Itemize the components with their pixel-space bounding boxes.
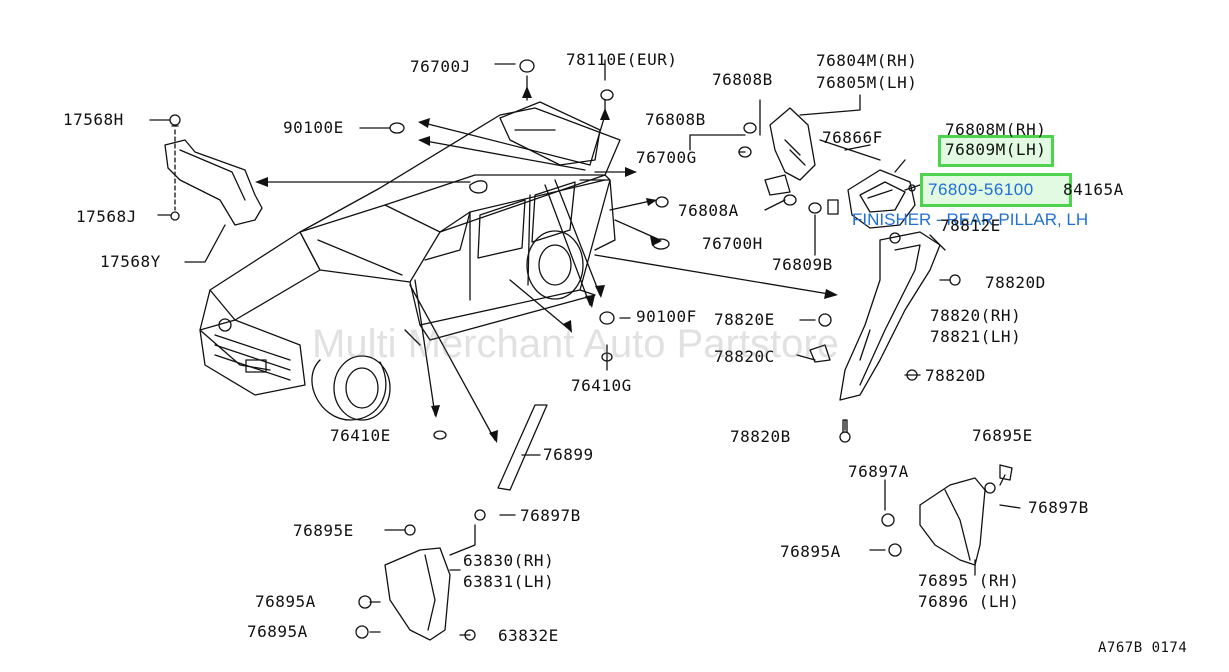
label-76700J[interactable]: 76700J — [410, 57, 471, 76]
part-bracket-17568Y — [164, 114, 263, 226]
label-76896LH[interactable]: 76896 (LH) — [918, 592, 1020, 611]
label-78821LH[interactable]: 78821(LH) — [930, 327, 1022, 346]
arrow-heads — [255, 86, 838, 443]
leader-lines — [149, 59, 1021, 636]
label-76897A[interactable]: 76897A — [848, 462, 909, 481]
label-78110E[interactable]: 78110E(EUR) — [566, 50, 678, 69]
label-78820D-b[interactable]: 78820D — [925, 366, 986, 385]
label-17568Y[interactable]: 17568Y — [100, 252, 161, 271]
label-76700H[interactable]: 76700H — [702, 234, 763, 253]
label-17568H[interactable]: 17568H — [63, 110, 124, 129]
part-clips-90100E — [389, 59, 670, 440]
label-78820C[interactable]: 78820C — [714, 347, 775, 366]
label-76410G[interactable]: 76410G — [571, 376, 632, 395]
label-78820B[interactable]: 78820B — [730, 427, 791, 446]
label-76899[interactable]: 76899 — [543, 445, 594, 464]
part-description-callout: FINISHER - REAR PILLAR, LH — [852, 210, 1089, 229]
label-76808B-a[interactable]: 76808B — [712, 70, 773, 89]
label-84165A[interactable]: 84165A — [1063, 180, 1124, 199]
label-63831[interactable]: 63831(LH) — [463, 572, 555, 591]
part-wheel-arch-78820 — [809, 231, 961, 443]
label-76700G[interactable]: 76700G — [636, 148, 697, 167]
part-mud-guard-left — [355, 509, 486, 641]
label-76866F[interactable]: 76866F — [822, 128, 883, 147]
part-upper-panel — [499, 101, 601, 166]
label-76895A-left-1[interactable]: 76895A — [255, 592, 316, 611]
label-76808A[interactable]: 76808A — [678, 201, 739, 220]
highlighted-part-number[interactable]: 76809-56100 — [928, 180, 1034, 199]
label-63832E[interactable]: 63832E — [498, 626, 559, 645]
label-17568J[interactable]: 17568J — [76, 207, 137, 226]
label-90100E[interactable]: 90100E — [283, 118, 344, 137]
highlighted-part-label[interactable]: 76809M(LH) — [945, 140, 1047, 159]
part-mud-guard-right — [881, 464, 1013, 566]
label-76895E-left[interactable]: 76895E — [293, 521, 354, 540]
vehicle-outline — [199, 107, 621, 421]
label-76897B-right[interactable]: 76897B — [1028, 498, 1089, 517]
label-76895E-right[interactable]: 76895E — [972, 426, 1033, 445]
part-finisher-rear-pillar — [847, 169, 916, 229]
part-finisher-76804M — [738, 107, 839, 215]
label-78820E[interactable]: 78820E — [714, 310, 775, 329]
label-76809B[interactable]: 76809B — [772, 255, 833, 274]
label-90100F[interactable]: 90100F — [636, 307, 697, 326]
label-78820RH[interactable]: 78820(RH) — [930, 306, 1022, 325]
label-76808B-b[interactable]: 76808B — [645, 110, 706, 129]
label-76895A-left-2[interactable]: 76895A — [247, 622, 308, 641]
label-76805M[interactable]: 76805M(LH) — [816, 73, 918, 92]
label-76808M[interactable]: 76808M(RH) — [945, 120, 1047, 139]
label-76897B-left[interactable]: 76897B — [520, 506, 581, 525]
part-molding-76899 — [497, 404, 548, 491]
highlight-box-lower — [920, 173, 1072, 207]
label-63830[interactable]: 63830(RH) — [463, 551, 555, 570]
label-76895A-right[interactable]: 76895A — [780, 542, 841, 561]
diagram-reference: A767B 0174 — [1098, 640, 1188, 656]
label-76410E[interactable]: 76410E — [330, 426, 391, 445]
label-76804M[interactable]: 76804M(RH) — [816, 51, 918, 70]
highlight-box-upper — [938, 135, 1054, 167]
label-76895RH[interactable]: 76895 (RH) — [918, 571, 1020, 590]
label-78820D-a[interactable]: 78820D — [985, 273, 1046, 292]
label-78812E[interactable]: 78812E — [940, 216, 1001, 235]
